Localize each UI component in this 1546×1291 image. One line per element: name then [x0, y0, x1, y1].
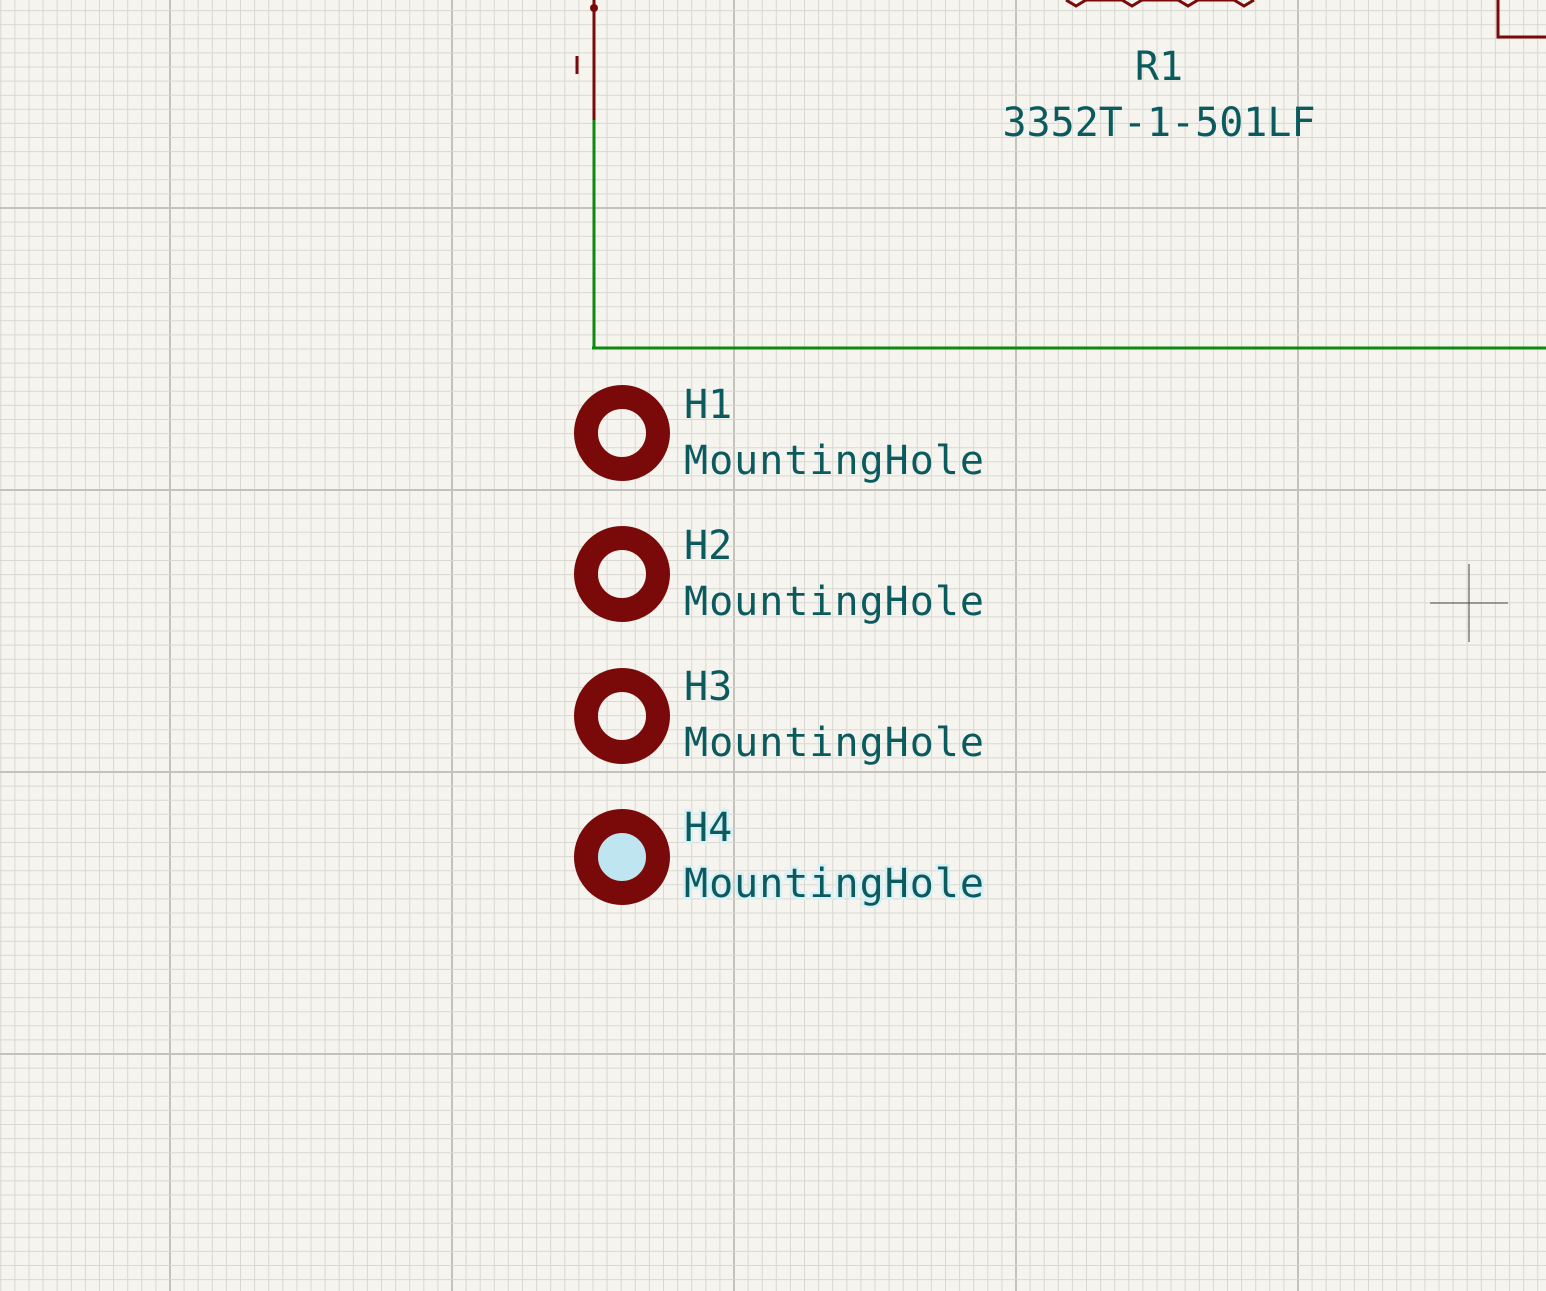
- mounting-hole-reference[interactable]: H4: [682, 803, 735, 854]
- mounting-hole-value[interactable]: MountingHole: [684, 720, 985, 766]
- mounting-hole-icon: [574, 809, 670, 905]
- mounting-hole-icon: [574, 526, 670, 622]
- crosshair-cursor-icon: [1430, 564, 1508, 642]
- mounting-hole-reference[interactable]: H3: [684, 664, 732, 710]
- resistor-body-corner: [1496, 0, 1546, 39]
- mounting-hole-value[interactable]: MountingHole: [682, 859, 987, 910]
- mounting-hole-reference[interactable]: H2: [684, 523, 732, 569]
- mounting-holes: H1 MountingHole H2 MountingHole H3 Mount…: [574, 382, 987, 910]
- mounting-hole-icon: [574, 668, 670, 764]
- mounting-hole-h4[interactable]: H4 MountingHole: [574, 803, 987, 910]
- resistor-zigzag: [1065, 0, 1255, 8]
- mounting-hole-h1[interactable]: H1 MountingHole: [574, 382, 985, 484]
- mounting-hole-value[interactable]: MountingHole: [684, 579, 985, 625]
- mounting-hole-h3[interactable]: H3 MountingHole: [574, 664, 985, 766]
- resistor-r1[interactable]: R1 3352T-1-501LF: [575, 0, 1546, 146]
- resistor-reference[interactable]: R1: [1135, 44, 1183, 90]
- pin-dot: [590, 4, 598, 12]
- mounting-hole-value[interactable]: MountingHole: [684, 438, 985, 484]
- mounting-hole-reference[interactable]: H1: [684, 382, 732, 428]
- mounting-hole-h2[interactable]: H2 MountingHole: [574, 523, 985, 625]
- resistor-value[interactable]: 3352T-1-501LF: [1002, 100, 1315, 146]
- wires: [592, 120, 1546, 350]
- mounting-hole-icon: [574, 385, 670, 481]
